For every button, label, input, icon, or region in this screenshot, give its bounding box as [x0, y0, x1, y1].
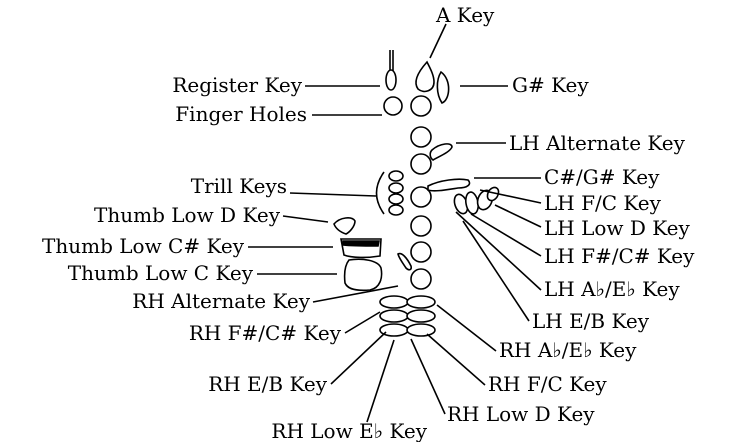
label-rh-alternate-key: RH Alternate Key [132, 289, 310, 313]
label-lh-e-b-key: LH E/B Key [532, 309, 650, 333]
label-rh-f-c-key: RH F/C Key [488, 372, 607, 396]
thumb-low-d-key-shape [333, 217, 356, 235]
label-lh-f-sharp-c-sharp-key: LH F#/C# Key [544, 244, 695, 268]
label-finger-holes: Finger Holes [175, 102, 307, 126]
label-a-key: A Key [435, 3, 495, 27]
register-key-shape [385, 50, 397, 91]
label-lh-f-c-key: LH F/C Key [544, 191, 662, 215]
thumb-low-c-key-shape [343, 258, 383, 292]
lh-alternate-key-shape [429, 143, 453, 161]
label-thumb-low-c-sharp-key: Thumb Low C# Key [42, 234, 245, 258]
a-key-shape [415, 60, 435, 93]
label-lh-alternate-key: LH Alternate Key [509, 131, 686, 155]
lh-key-cluster-shape [453, 186, 500, 215]
label-lh-a-flat-e-flat-key: LH A♭/E♭ Key [544, 277, 680, 301]
finger-holes-shape [383, 95, 432, 175]
label-c-sharp-g-sharp-key: C#/G# Key [544, 165, 660, 189]
trill-keys-shape [375, 170, 404, 216]
g-sharp-key-shape [436, 70, 450, 104]
finger-hole-rh2 [410, 241, 432, 263]
leader-lines [248, 23, 542, 423]
rh-alternate-key-shape [397, 252, 412, 271]
finger-hole-rh1 [410, 215, 432, 237]
label-g-sharp-key: G# Key [512, 73, 589, 97]
finger-hole-lower [410, 186, 432, 208]
rh-side-keys-shape [379, 295, 436, 337]
label-thumb-low-d-key: Thumb Low D Key [94, 203, 281, 227]
label-lh-low-d-key: LH Low D Key [544, 216, 691, 240]
thumb-low-c-sharp-key-shape [340, 238, 382, 259]
label-rh-e-b-key: RH E/B Key [208, 372, 327, 396]
label-rh-low-d-key: RH Low D Key [447, 402, 595, 426]
label-trill-keys: Trill Keys [191, 174, 287, 198]
label-rh-low-e-flat-key: RH Low E♭ Key [271, 419, 427, 442]
finger-hole-rh3 [410, 268, 432, 290]
c-sharp-g-sharp-key-shape [427, 178, 471, 192]
label-thumb-low-c-key: Thumb Low C Key [68, 261, 254, 285]
label-rh-f-sharp-c-sharp-key: RH F#/C# Key [189, 321, 342, 345]
label-register-key: Register Key [172, 73, 302, 97]
label-rh-a-flat-e-flat-key: RH A♭/E♭ Key [499, 338, 637, 362]
